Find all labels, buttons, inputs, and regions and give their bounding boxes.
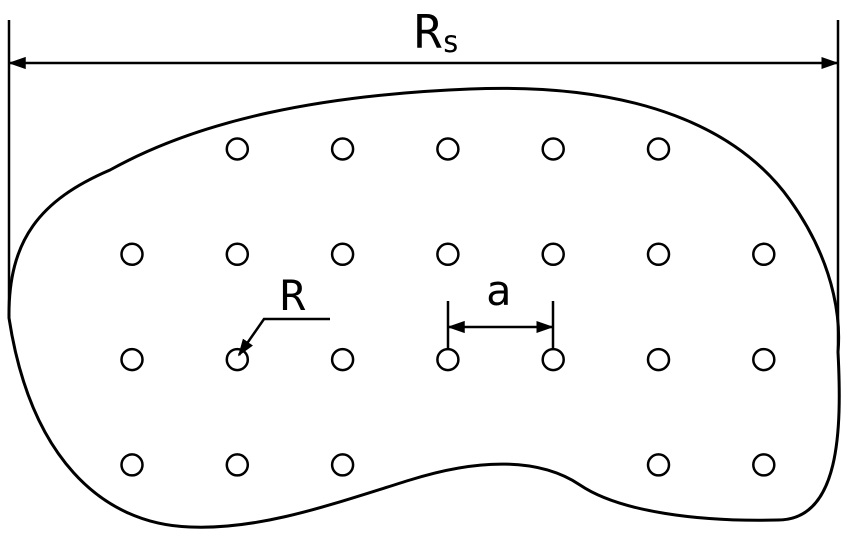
lattice-hole <box>120 347 144 372</box>
radius-label: R <box>280 271 306 320</box>
lattice-hole <box>120 242 144 267</box>
lattice-hole <box>436 242 460 267</box>
lattice-hole <box>646 137 671 161</box>
lattice-hole <box>752 242 776 267</box>
lattice-hole <box>646 453 671 477</box>
lattice-hole <box>752 453 776 477</box>
lattice-hole <box>541 347 565 372</box>
lattice-hole <box>646 242 671 267</box>
lattice-hole <box>120 453 144 477</box>
lattice-hole <box>225 242 250 267</box>
width-label-main: R <box>414 5 442 59</box>
radius-leader-line <box>237 317 330 357</box>
lattice-hole <box>330 453 355 477</box>
lattice-hole <box>330 137 355 161</box>
lattice-hole <box>330 347 355 372</box>
domain-boundary <box>7 86 841 529</box>
width-label-subscript: s <box>442 25 460 60</box>
width-label: Rs <box>414 5 460 60</box>
spacing-label: a <box>486 266 511 315</box>
lattice-hole <box>225 453 250 477</box>
lattice-hole <box>225 347 250 372</box>
lattice-hole <box>436 347 460 372</box>
lattice-hole <box>541 137 565 161</box>
lattice-hole <box>436 137 460 161</box>
lattice-hole <box>646 347 671 372</box>
lattice-hole <box>541 242 565 267</box>
lattice-hole <box>330 242 355 267</box>
lattice-hole <box>752 347 776 372</box>
lattice-hole <box>225 137 250 161</box>
lattice-holes <box>120 137 776 477</box>
